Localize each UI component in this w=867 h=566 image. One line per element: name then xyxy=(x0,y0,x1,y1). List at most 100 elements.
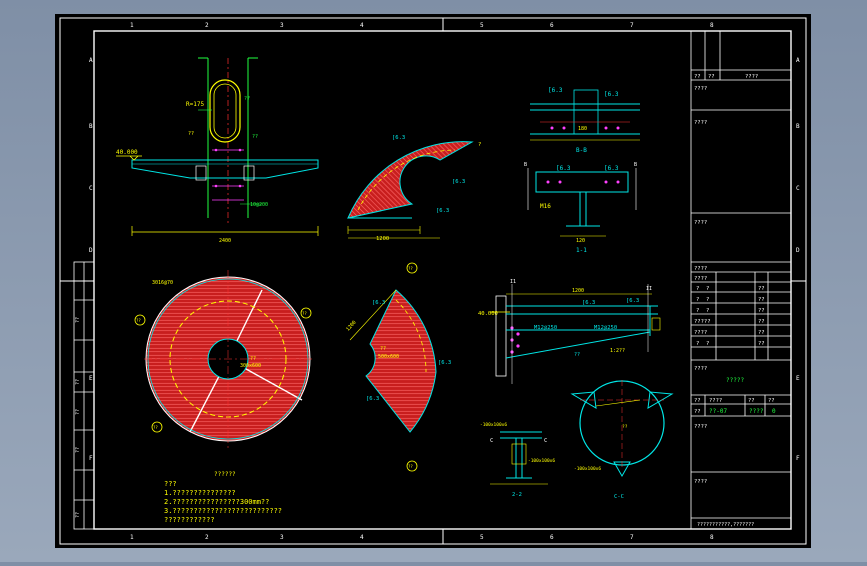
tag: ?? xyxy=(408,464,413,469)
section-title: 1-1 xyxy=(576,247,587,254)
ruler-top-label: 4 xyxy=(360,22,364,29)
tb-meta-code: ??-07 xyxy=(709,408,727,415)
tag: ?? xyxy=(153,425,158,430)
tb-notes-label: ???? xyxy=(694,424,707,430)
dimension-label: -100x100x6 xyxy=(528,458,555,464)
sector-mid[interactable] xyxy=(349,262,437,472)
ruler-top-label: 7 xyxy=(630,22,634,29)
tag: ?? xyxy=(188,131,194,137)
section-a[interactable] xyxy=(116,57,319,236)
bolt-label: M12@250 xyxy=(594,325,617,331)
left-strip xyxy=(73,261,95,530)
channel-tag: [6.3 xyxy=(604,165,619,172)
radius-label: R=175 xyxy=(186,101,204,108)
tb-info-row: ? xyxy=(696,297,699,303)
plan-circle[interactable] xyxy=(144,270,312,448)
dimension-label: -100x100x6 xyxy=(574,466,601,472)
tb-project-label: ???? xyxy=(694,120,707,126)
channel-tag: [6.3 xyxy=(372,300,385,306)
channel-tag: [6.3 xyxy=(436,208,449,214)
left-strip-labels: ?? ?? ?? ?? ?? xyxy=(75,317,81,518)
tb-company: ????? xyxy=(726,377,744,384)
ruler-bottom-label: 5 xyxy=(480,534,484,541)
ruler-side-label: C xyxy=(89,185,93,192)
dimension-label: 120 xyxy=(576,238,585,244)
tb-cell: ???? xyxy=(745,74,758,80)
section-cut-label: II xyxy=(646,286,652,292)
tb-info-row: ? xyxy=(696,286,699,292)
channel-tag: [6.3 xyxy=(556,165,571,172)
tb-cell: ?? xyxy=(694,74,701,80)
tb-cell: ?? xyxy=(708,74,715,80)
section-title: C-C xyxy=(614,494,624,500)
channel-tag: [6.3 xyxy=(626,298,639,304)
tb-info-row: ???? xyxy=(694,266,707,272)
section-a-labels: 40.000 R=175 10@200 2400 ?? ?? ?? xyxy=(116,96,268,244)
opening-prefix: ?? xyxy=(250,356,256,362)
left-strip-label: ?? xyxy=(75,447,81,453)
ruler-side-label: A xyxy=(796,57,800,64)
tb-meta: ?? xyxy=(768,398,775,404)
tb-info-row: ?? xyxy=(758,297,765,303)
tb-info-row: ? xyxy=(696,341,699,347)
channel-tag: [6.3 xyxy=(548,87,563,94)
channel-tag: [6.3 xyxy=(392,135,405,141)
section-bb[interactable] xyxy=(530,89,640,141)
channel-tag: [6.3 xyxy=(582,300,595,306)
dimension-label: -100x100x6 xyxy=(480,422,507,428)
tb-info-row: ???? xyxy=(694,276,707,282)
tb-drawing-name-label: ???? xyxy=(694,86,707,92)
bolt-label: M12@250 xyxy=(534,325,557,331)
tb-sign-label: ???? xyxy=(694,220,707,226)
section-cut-label: C xyxy=(490,438,493,444)
section-11[interactable] xyxy=(527,168,637,237)
title-block-text: ?? ?? ???? ???? ???? ???? ???? ???? ? ? … xyxy=(694,74,775,528)
ruler-side-label: E xyxy=(89,375,93,382)
ruler-top-label: 5 xyxy=(480,22,484,29)
tag: ?? xyxy=(244,96,250,102)
ruler-bottom-label: 3 xyxy=(280,534,284,541)
section-cc-labels: -100x100x6 ?? C-C xyxy=(574,424,628,500)
tb-info-row: ????? xyxy=(694,319,711,325)
notes-line: 1.??????????????? xyxy=(164,489,236,497)
ruler-side-label: D xyxy=(89,247,93,254)
notes-heading: ??? xyxy=(164,480,177,488)
section-22[interactable] xyxy=(490,431,548,485)
plan-circle-labels: 3016@70 ?? 300x600 ?????? xyxy=(152,280,261,478)
notes: ??? 1.??????????????? 2.????????????????… xyxy=(164,480,282,524)
tag: ?? xyxy=(252,134,258,140)
tb-info-row: ?? xyxy=(758,286,765,292)
section-cc[interactable] xyxy=(570,380,674,478)
tb-stamp-label: ???? xyxy=(694,366,707,372)
plan-circle-tags: ?? ?? ?? xyxy=(134,307,312,433)
section-cut-label: B xyxy=(524,162,527,168)
ruler-top: 1 2 3 4 5 6 7 8 1 2 3 4 5 6 7 8 xyxy=(130,22,714,541)
opening-prefix: ?? xyxy=(380,346,386,352)
dimension-label: 180 xyxy=(578,126,587,132)
bolt-label: M16 xyxy=(540,203,551,210)
notes-line: 3.?????????????????????????? xyxy=(164,507,282,515)
ruler-side-label: B xyxy=(796,123,800,130)
ruler-side-label: F xyxy=(89,455,93,462)
opening-size: 500x600 xyxy=(378,354,399,360)
section-11-labels: [6.3 [6.3 M16 120 1-1 B B xyxy=(524,162,637,254)
tag: ?? xyxy=(574,352,580,358)
ruler-side-label: B xyxy=(89,123,93,130)
elevation-detail[interactable] xyxy=(490,284,661,384)
sector-top[interactable] xyxy=(347,141,474,239)
tb-info-row: ? xyxy=(706,308,709,314)
ruler-top-label: 8 xyxy=(710,22,714,29)
dimension-label: 1200 xyxy=(572,288,584,294)
rebar-label: 10@200 xyxy=(250,202,268,208)
title-block xyxy=(690,31,791,529)
ruler-bottom-label: 6 xyxy=(550,534,554,541)
section-22-labels: -100x100x6 -100x100x6 C C 2-2 xyxy=(480,422,555,498)
ruler-bottom-label: 8 xyxy=(710,534,714,541)
ruler-bottom-label: 4 xyxy=(360,534,364,541)
tb-info-row: ?? xyxy=(758,341,765,347)
elevation-label: 40.000 xyxy=(116,149,138,156)
elevation-detail-labels: 40.000 M12@250 M12@250 [6.3 [6.3 1200 I1… xyxy=(478,279,652,358)
tb-info-row: ? xyxy=(706,297,709,303)
